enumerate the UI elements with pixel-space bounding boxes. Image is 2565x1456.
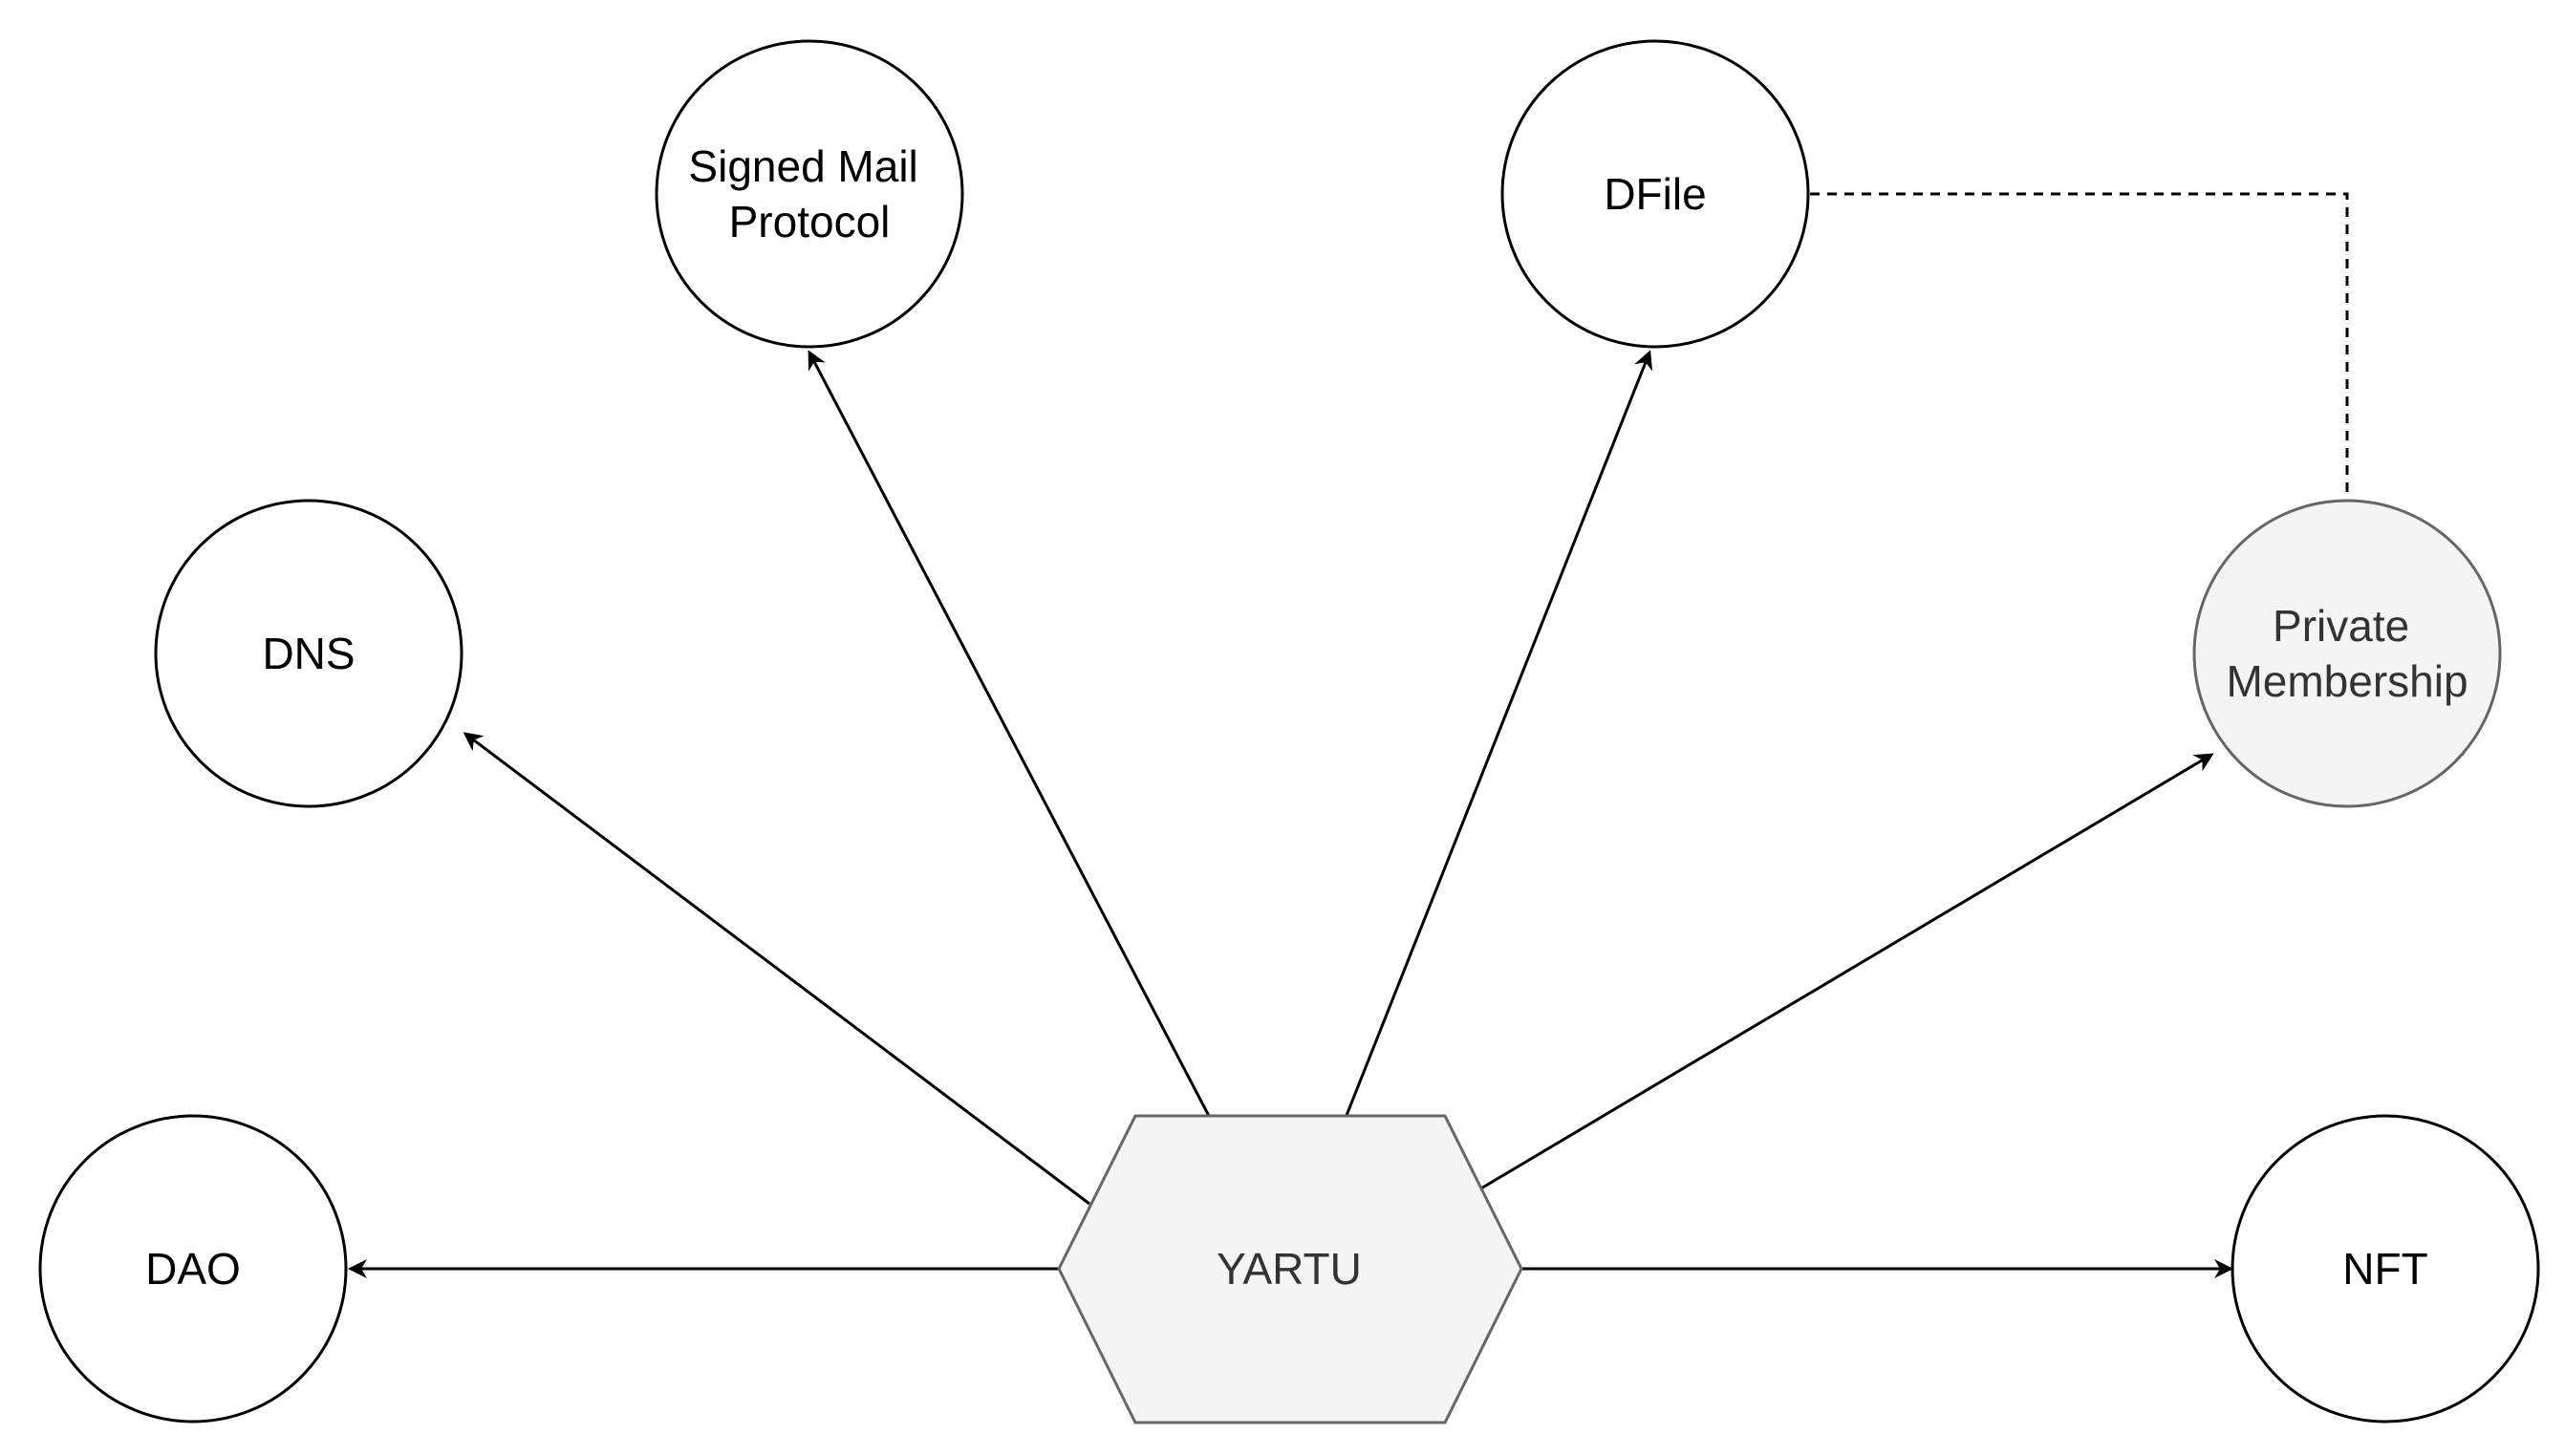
signed-mail-protocol-label: Signed Mail Protocol xyxy=(688,141,930,246)
yartu-hexagon xyxy=(1057,1114,1523,1424)
edge-yartu-to-signed-mail xyxy=(808,350,1212,1119)
edge-yartu-to-dfile xyxy=(1344,350,1653,1119)
private-membership-circle xyxy=(2192,499,2502,808)
signed-mail-protocol-circle xyxy=(655,39,964,349)
signed-mail-protocol-label-line1: Signed Mail xyxy=(688,141,917,191)
nft-label: NFT xyxy=(2342,1244,2427,1294)
node-signed-mail-protocol[interactable]: Signed Mail Protocol xyxy=(655,39,964,349)
nft-circle xyxy=(2231,1114,2540,1424)
dfile-circle xyxy=(1500,39,1810,349)
node-dao[interactable]: DAO xyxy=(38,1114,348,1424)
node-dns[interactable]: DNS xyxy=(154,499,463,808)
dao-label: DAO xyxy=(145,1244,241,1294)
node-nft[interactable]: NFT xyxy=(2231,1114,2540,1424)
private-membership-label-line1: Private xyxy=(2273,601,2409,651)
dao-circle xyxy=(38,1114,348,1424)
edge-dfile-to-private-membership-dashed xyxy=(1810,192,2349,500)
node-private-membership[interactable]: Private Membership xyxy=(2192,499,2502,808)
private-membership-label-line2: Membership xyxy=(2226,656,2468,706)
yartu-label: YARTU xyxy=(1217,1244,1362,1294)
node-dfile[interactable]: DFile xyxy=(1500,39,1810,349)
node-yartu[interactable]: YARTU xyxy=(1057,1114,1523,1424)
edge-yartu-to-dns xyxy=(463,732,1090,1206)
dns-label: DNS xyxy=(262,629,355,678)
dns-circle xyxy=(154,499,463,808)
signed-mail-protocol-label-line2: Protocol xyxy=(729,197,891,246)
dfile-label: DFile xyxy=(1604,169,1706,219)
private-membership-label: Private Membership xyxy=(2226,601,2468,706)
edge-yartu-to-private-membership xyxy=(1478,753,2214,1191)
edges xyxy=(348,192,2349,1278)
